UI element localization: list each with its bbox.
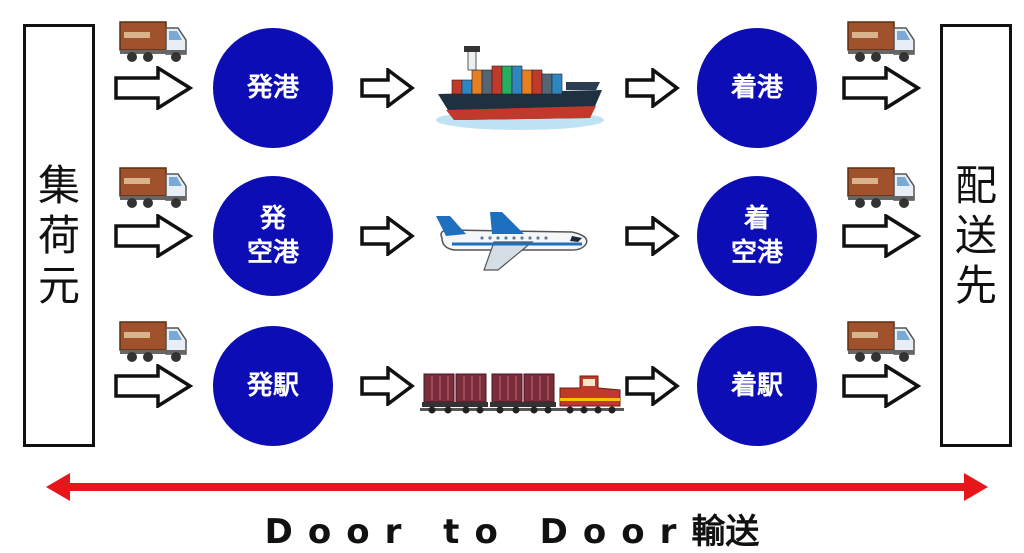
flow-arrow [360,216,416,256]
destination-airport-node: 着 空港 [697,176,817,296]
double-arrow [46,473,988,501]
flow-arrow [625,366,681,406]
flow-arrow [114,364,194,408]
origin-box-char: 元 [37,260,80,310]
truck-icon [846,318,916,364]
truck-icon [118,164,188,210]
flow-arrow [360,366,416,406]
footer-title: Door to Door輸送 [0,504,1024,553]
flow-arrow [114,214,194,258]
flow-arrow [842,364,922,408]
destination-box-char: 配 [954,160,997,210]
origin-box-char: 集 [37,160,80,210]
truck-icon [118,18,188,64]
container-ship-icon [436,46,604,130]
flow-arrow [625,68,681,108]
node-label: 着 [743,204,770,234]
flow-arrow [842,66,922,110]
node-label: 発駅 [246,371,299,401]
node-label: 着港 [730,73,783,103]
footer-latin: Door to Door [264,512,692,552]
flow-arrow [625,216,681,256]
origin-box-char: 荷 [37,210,80,260]
node-label: 発 [259,204,286,234]
airplane-icon [436,212,588,271]
destination-box-char: 先 [954,260,997,310]
flow-arrow [360,68,416,108]
truck-icon [118,318,188,364]
destination-box-char: 送 [954,210,997,260]
node-label: 発港 [246,73,299,103]
flow-arrow [114,66,194,110]
origin-airport-node: 発 空港 [213,176,333,296]
freight-train-icon [420,373,624,414]
origin-port-node: 発港 [213,28,333,148]
truck-icon [846,164,916,210]
destination-box: 配 送 先 [940,24,1012,447]
node-label: 空港 [730,238,783,268]
footer-jp: 輸送 [691,512,760,552]
node-label: 着駅 [730,371,783,401]
destination-port-node: 着港 [697,28,817,148]
truck-icon [846,18,916,64]
flow-arrow [842,214,922,258]
node-label: 空港 [246,238,299,268]
destination-station-node: 着駅 [697,326,817,446]
origin-station-node: 発駅 [213,326,333,446]
origin-box: 集 荷 元 [23,24,95,447]
